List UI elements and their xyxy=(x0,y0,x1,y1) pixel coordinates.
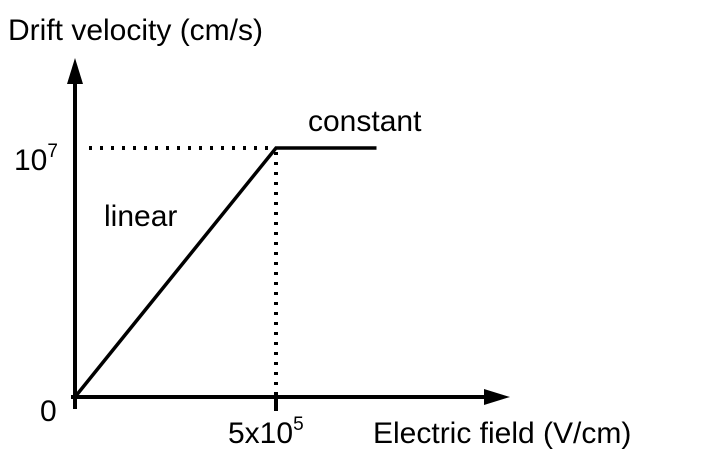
annotation-linear: linear xyxy=(104,200,177,233)
x-tick-label-0-base: 0 xyxy=(40,395,57,428)
y-axis-title: Drift velocity (cm/s) xyxy=(8,14,263,47)
velocity-series-line xyxy=(73,146,377,399)
chart-marks: 0 5x105 107 linear constant xyxy=(14,105,422,450)
y-axis-arrowhead xyxy=(67,58,83,84)
annotation-constant: constant xyxy=(308,105,422,138)
y-tick-label-1e7: 107 xyxy=(14,141,58,177)
y-tick-label-1e7-exponent: 7 xyxy=(47,141,58,162)
x-tick-label-5e5: 5x105 xyxy=(228,414,304,450)
x-tick-label-5e5-exponent: 5 xyxy=(293,414,304,435)
y-tick-label-1e7-base: 10 xyxy=(14,144,47,177)
x-tick-label-0: 0 xyxy=(40,395,57,428)
x-axis-arrowhead xyxy=(484,389,510,405)
x-axis-title: Electric field (V/cm) xyxy=(373,417,631,450)
x-tick-label-5e5-base: 5x10 xyxy=(228,417,293,450)
